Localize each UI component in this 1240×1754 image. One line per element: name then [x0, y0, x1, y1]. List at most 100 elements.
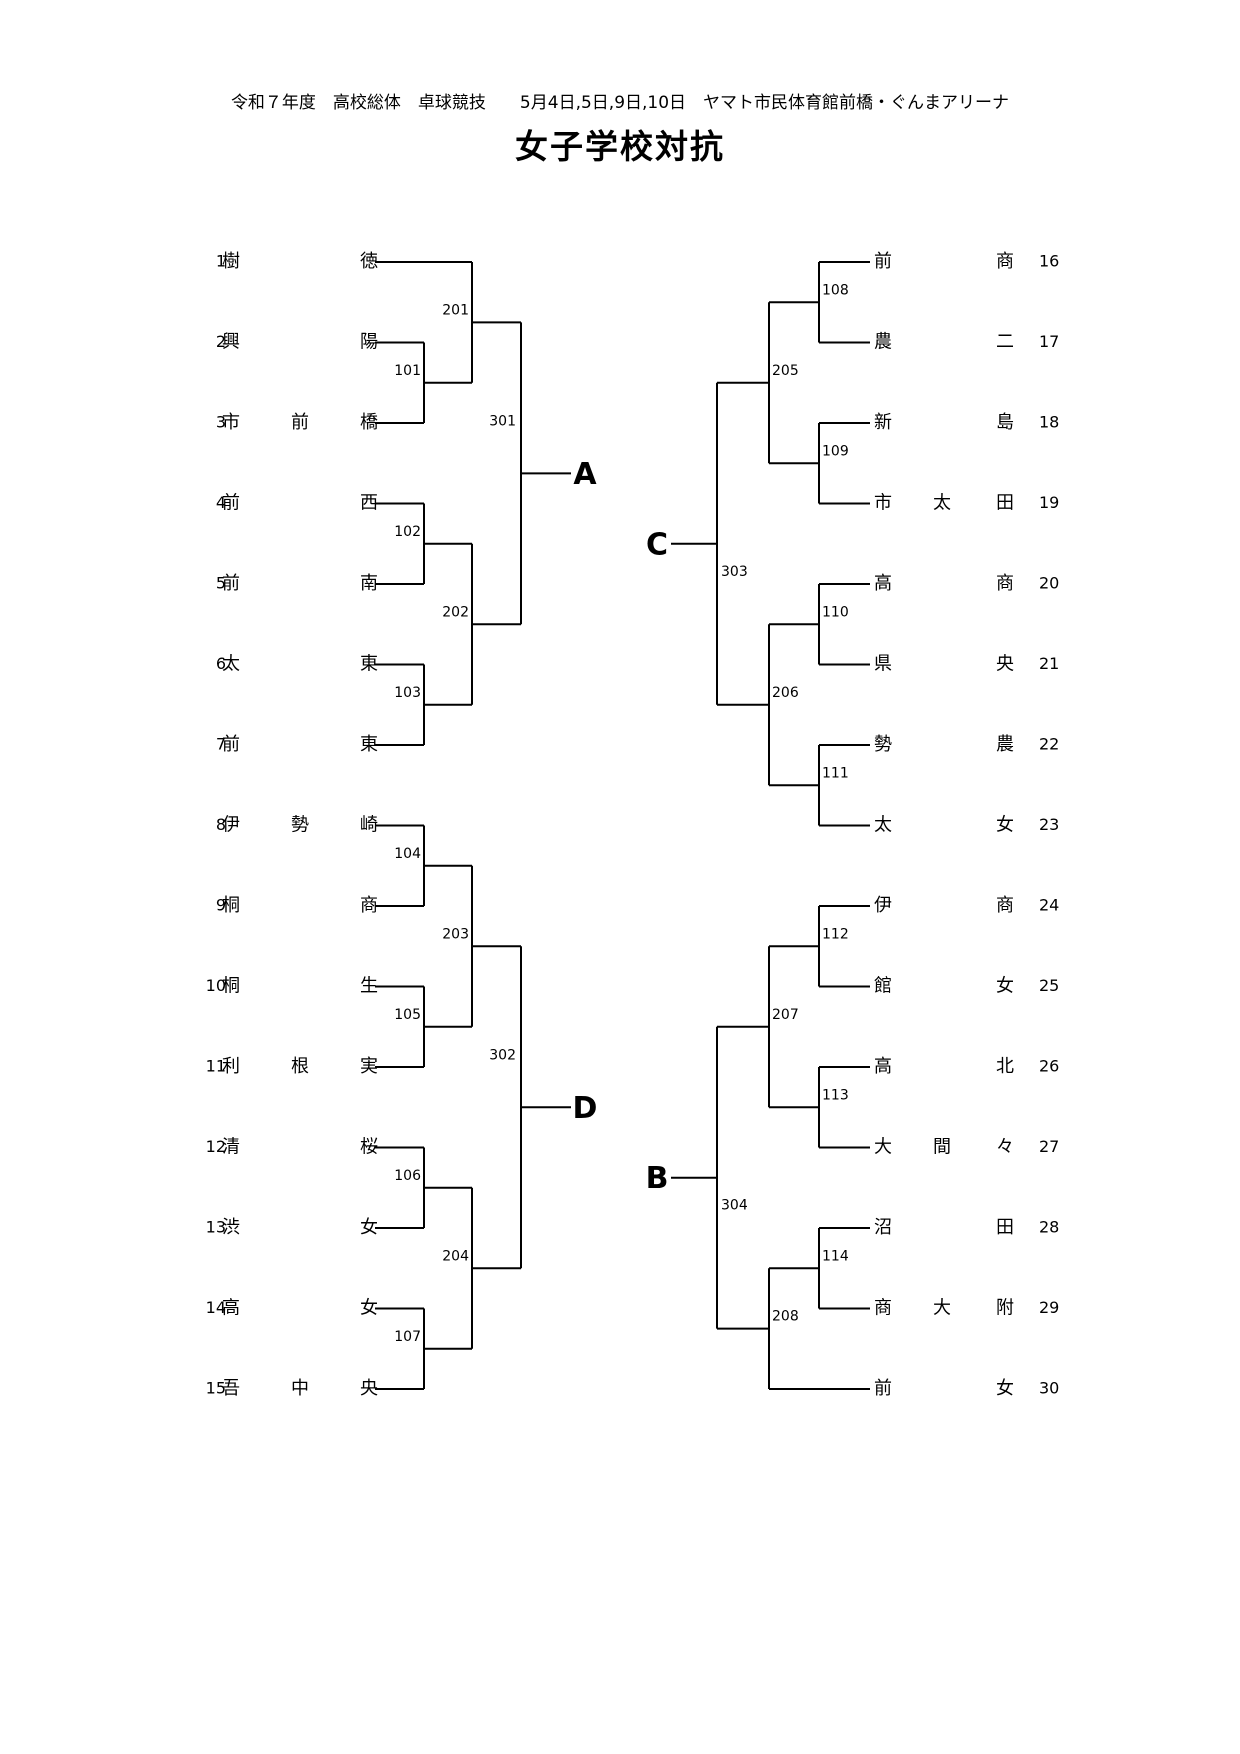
match-number: 303: [721, 564, 748, 580]
team-number: 14: [206, 1298, 226, 1317]
team-number: 5: [216, 574, 226, 593]
team-name-char: 東: [360, 734, 378, 755]
team-name-char: 商: [360, 895, 378, 916]
team-name-char: 勢: [874, 734, 892, 755]
team-name-char: 実: [360, 1056, 378, 1077]
team-number: 30: [1039, 1379, 1059, 1398]
team-name-char: 女: [360, 1217, 378, 1238]
team-name-char: 前: [874, 251, 892, 272]
match-number: 102: [394, 524, 421, 540]
team-name-char: 西: [360, 493, 378, 514]
team-number: 1: [216, 252, 226, 271]
team-number: 7: [216, 735, 226, 754]
team-name-char: 桜: [360, 1137, 378, 1158]
team-name-char: 陽: [360, 332, 378, 353]
match-number: 105: [394, 1007, 421, 1023]
team-name-char: 高: [874, 573, 892, 594]
match-number: 112: [822, 926, 849, 942]
team-name-char: 桐: [222, 976, 240, 997]
team-name-char: 商: [996, 573, 1014, 594]
team-number: 2: [216, 332, 226, 351]
match-number: 107: [394, 1329, 421, 1345]
team-name-char: 太: [874, 815, 892, 836]
match-number: 208: [772, 1309, 799, 1325]
match-number: 104: [394, 846, 421, 862]
team-number: 9: [216, 896, 226, 915]
team-number: 15: [206, 1379, 226, 1398]
team-name-char: 前: [222, 734, 240, 755]
match-number: 203: [442, 926, 469, 942]
team-name-char: 前: [222, 573, 240, 594]
match-number: 101: [394, 363, 421, 379]
team-number: 17: [1039, 332, 1059, 351]
pool-label: B: [646, 1161, 669, 1196]
match-number: 206: [772, 685, 799, 701]
match-number: 202: [442, 604, 469, 620]
team-name-char: 田: [996, 493, 1014, 514]
match-number: 304: [721, 1198, 748, 1214]
team-name-char: 新: [874, 412, 892, 433]
team-name-char: 太: [222, 654, 240, 675]
team-name-char: 利: [222, 1056, 240, 1077]
team-name-char: 南: [360, 573, 378, 594]
team-number: 24: [1039, 896, 1059, 915]
team-name-char: 伊: [222, 815, 240, 836]
team-number: 29: [1039, 1298, 1059, 1317]
team-name-char: 伊: [874, 895, 892, 916]
team-name-char: 市: [874, 493, 892, 514]
team-name-char: 二: [996, 332, 1014, 353]
team-number: 11: [206, 1057, 226, 1076]
team-name-char: 女: [360, 1298, 378, 1319]
team-name-char: 樹: [222, 251, 240, 272]
team-name-char: 間: [933, 1137, 951, 1158]
team-number: 10: [206, 976, 226, 995]
team-name-char: 田: [996, 1217, 1014, 1238]
team-name-char: 勢: [291, 815, 309, 836]
team-name-char: 大: [874, 1137, 892, 1158]
team-number: 12: [206, 1137, 226, 1156]
team-name-char: 商: [996, 251, 1014, 272]
team-name-char: 沼: [874, 1217, 892, 1238]
team-name-char: 商: [874, 1298, 892, 1319]
team-number: 20: [1039, 574, 1059, 593]
team-name-char: 興: [222, 332, 240, 353]
team-name-char: 北: [996, 1056, 1014, 1077]
team-name-char: 吾: [222, 1378, 240, 1399]
match-number: 109: [822, 443, 849, 459]
team-name-char: 崎: [360, 815, 378, 836]
match-number: 114: [822, 1248, 849, 1264]
team-name-char: 渋: [222, 1217, 240, 1238]
team-name-char: 生: [360, 976, 378, 997]
page-title: 女子学校対抗: [515, 127, 725, 166]
team-name-char: 女: [996, 976, 1014, 997]
team-name-char: 中: [291, 1378, 309, 1399]
team-name-char: 女: [996, 1378, 1014, 1399]
header-text: 令和７年度 高校総体 卓球競技 5月4日,5日,9日,10日 ヤマト市民体育館前…: [230, 93, 1010, 113]
match-number: 201: [442, 302, 469, 318]
team-name-char: 清: [222, 1137, 240, 1158]
team-name-char: 商: [996, 895, 1014, 916]
team-name-char: 高: [874, 1056, 892, 1077]
team-number: 8: [216, 815, 226, 834]
team-name-char: 太: [933, 493, 951, 514]
match-number: 204: [442, 1248, 469, 1264]
match-number: 110: [822, 604, 849, 620]
team-number: 3: [216, 413, 226, 432]
team-name-char: 桐: [222, 895, 240, 916]
team-number: 28: [1039, 1218, 1059, 1237]
team-number: 27: [1039, 1137, 1059, 1156]
pool-label: A: [573, 457, 597, 492]
team-name-char: 島: [996, 412, 1014, 433]
team-name-char: 高: [222, 1298, 240, 1319]
match-number: 108: [822, 282, 849, 298]
team-name-char: 前: [222, 493, 240, 514]
team-name-char: 附: [996, 1298, 1014, 1319]
match-number: 207: [772, 1007, 799, 1023]
match-number: 106: [394, 1168, 421, 1184]
team-number: 18: [1039, 413, 1059, 432]
pool-label: D: [573, 1091, 598, 1126]
team-name-char: 橋: [360, 412, 378, 433]
team-number: 6: [216, 654, 226, 673]
team-number: 23: [1039, 815, 1059, 834]
